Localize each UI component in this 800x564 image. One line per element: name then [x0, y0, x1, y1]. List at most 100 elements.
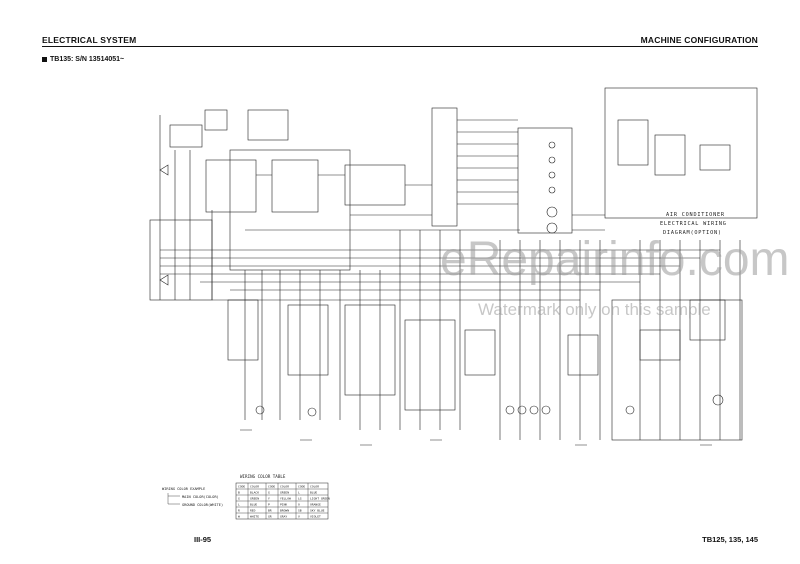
lamp-symbol [517, 405, 527, 415]
lamp-symbol [548, 141, 556, 149]
vertical-wires [499, 240, 601, 440]
table-cell: P [268, 503, 270, 507]
table-header-cell: CODE [268, 485, 275, 489]
table-cell: SKY BLUE [310, 509, 325, 513]
table-cell: VIOLET [310, 515, 321, 519]
horizontal-wires [256, 174, 432, 186]
section-title: ELECTRICAL SYSTEM [42, 35, 137, 45]
table-header-cell: CODE [238, 485, 245, 489]
table-cell: L [298, 491, 300, 495]
table-cell: LIGHT GREEN [310, 497, 330, 501]
relay-box [287, 304, 329, 376]
relay-box [567, 334, 599, 376]
table-header-cell: COLOR [310, 485, 319, 489]
vertical-wires [359, 230, 461, 430]
table-grid [236, 483, 328, 519]
table-cell: L [238, 503, 240, 507]
gauge-symbol [546, 206, 558, 218]
relay-box [639, 329, 681, 361]
model-line: TB135: S/N 13514051~ [42, 56, 124, 63]
table-cell: BROWN [280, 509, 289, 513]
horn-symbol [159, 164, 169, 286]
ground-symbols [240, 429, 712, 446]
table-cell: G [268, 491, 270, 495]
header-rule [42, 46, 758, 47]
ac-caption: AIR CONDITIONER ELECTRICAL WIRING DIAGRA… [660, 212, 727, 236]
horizontal-wires [160, 249, 720, 283]
motor-symbol [255, 405, 265, 415]
table-cell: BLACK [250, 491, 259, 495]
meter-panel [517, 127, 573, 234]
component-box [654, 134, 686, 176]
relay-box [464, 329, 496, 376]
vertical-wires [244, 270, 341, 420]
connector-block [431, 107, 458, 227]
component-box [344, 164, 406, 206]
component-box [617, 119, 649, 166]
lamp-symbol [541, 405, 551, 415]
bullet-square [42, 56, 47, 62]
table-header-cell: COLOR [250, 485, 259, 489]
table-cell: GREEN [250, 497, 259, 501]
main-color-label: MAIN COLOR(COLOR) [182, 495, 219, 499]
lamp-symbol [548, 171, 556, 179]
lamp-symbol [529, 405, 539, 415]
table-cell: GR [268, 515, 272, 519]
lamp-symbol [505, 405, 515, 415]
table-cell: RED [250, 509, 256, 513]
ac-frame [604, 87, 758, 219]
table-cell: O [298, 503, 300, 507]
model-line-text: TB135: S/N 13514051~ [50, 56, 125, 63]
relay-box [344, 304, 396, 396]
table-title: WIRING COLOR TABLE [240, 474, 286, 479]
table-cell: ORANGE [310, 503, 321, 507]
relay-box [271, 159, 319, 213]
table-cell: SB [298, 509, 302, 513]
table-cells: CODE COLOR CODE COLOR CODE COLOR B BLACK G GREEN L… [238, 485, 330, 519]
table-cell: LG [298, 497, 302, 501]
ac-caption-line-1: AIR CONDITIONER [666, 212, 725, 218]
component-box [247, 109, 289, 141]
watermark-notice: Watermark only on this sample [478, 300, 711, 319]
motor-symbol [625, 405, 635, 415]
component-box [169, 124, 203, 148]
relay-box [205, 159, 257, 213]
table-cell: R [238, 509, 240, 513]
wiring-lines [149, 87, 758, 446]
example-label: WIRING COLOR EXAMPLE [162, 487, 205, 491]
horizontal-wires [212, 214, 600, 301]
horizontal-wires [572, 214, 605, 231]
lamp-symbol [548, 186, 556, 194]
relay-box [689, 299, 726, 341]
relay-box [227, 299, 259, 361]
page-number: III-95 [194, 535, 212, 544]
table-cell: G [238, 497, 240, 501]
ac-caption-line-2: ELECTRICAL WIRING [660, 221, 727, 227]
table-cell: V [298, 515, 300, 519]
table-cell: GRAY [280, 515, 287, 519]
chapter-title: MACHINE CONFIGURATION [640, 35, 758, 45]
ac-caption-line-3: DIAGRAM(OPTION) [663, 230, 722, 236]
table-header-cell: CODE [298, 485, 305, 489]
watermark-brand: eRepairinfo.com [440, 233, 790, 286]
model-list: TB125, 135, 145 [702, 535, 758, 544]
vertical-wires [159, 115, 213, 300]
table-cell: B [238, 491, 240, 495]
table-cell: PINK [280, 503, 287, 507]
table-cell: WHITE [250, 515, 259, 519]
component-box [204, 109, 228, 131]
table-cell: Y [268, 497, 270, 501]
table-header-cell: COLOR [280, 485, 289, 489]
ground-color-label: GROUND COLOR(WHITE) [182, 503, 223, 507]
example-leader-lines [167, 493, 180, 505]
relay-box [404, 319, 456, 411]
table-cell: BLUE [250, 503, 257, 507]
table-cell: GREEN [280, 491, 289, 495]
table-cell: BLUE [310, 491, 317, 495]
table-cell: YELLOW [280, 497, 291, 501]
meter-wires [457, 119, 518, 205]
fuse-box [149, 219, 213, 301]
